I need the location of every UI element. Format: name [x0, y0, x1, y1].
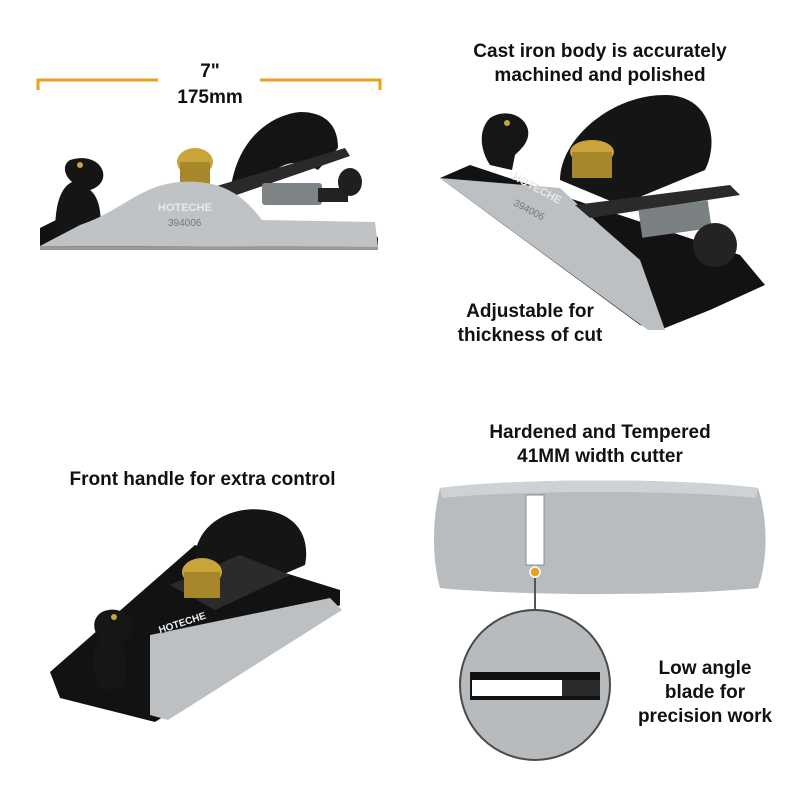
- feature-blade-line2: blade for: [664, 682, 746, 703]
- feature-cutter: Hardened and Tempered 41MM width cutter: [440, 421, 760, 469]
- feature-adjust: Adjustable for thickness of cut: [420, 300, 640, 348]
- feature-cutter-line1: Hardened and Tempered: [489, 422, 711, 443]
- feature-adjust-line1: Adjustable for: [466, 301, 594, 322]
- front-knob-icon: [93, 609, 133, 690]
- dimension-bracket: [36, 78, 382, 90]
- dimension-inches: 7": [200, 61, 220, 82]
- front-knob-icon: [481, 113, 529, 170]
- cutter-blade: [434, 480, 766, 620]
- feature-blade-line1: Low angle: [658, 658, 752, 679]
- adjuster-knob-icon: [338, 168, 362, 196]
- feature-blade-line3: precision work: [637, 706, 773, 727]
- feature-blade: Low angle blade for precision work: [615, 657, 795, 729]
- feature-body-line2: machined and polished: [494, 65, 706, 86]
- feature-handle: Front handle for extra control: [69, 469, 336, 490]
- feature-body-line1: Cast iron body is accurately: [473, 41, 727, 62]
- block-plane-angled-view: [440, 95, 765, 330]
- block-plane-side-view: [40, 112, 378, 250]
- dimension-line-left: [36, 78, 158, 90]
- model-number-1: 394006: [168, 218, 202, 229]
- brand-logo-1: HOTECHE: [158, 202, 212, 214]
- callout-dot-icon: [529, 566, 541, 578]
- adjuster-knob-icon: [693, 223, 737, 267]
- block-plane-front-view: [50, 509, 342, 722]
- front-knob-icon: [55, 158, 104, 235]
- blade-zoom-circle: [459, 609, 611, 761]
- feature-adjust-line2: thickness of cut: [457, 325, 603, 346]
- dimension-mm: 175mm: [177, 87, 243, 108]
- feature-cutter-line2: 41MM width cutter: [517, 446, 683, 467]
- dimension-line-right: [260, 78, 382, 90]
- feature-body: Cast iron body is accurately machined an…: [420, 40, 780, 88]
